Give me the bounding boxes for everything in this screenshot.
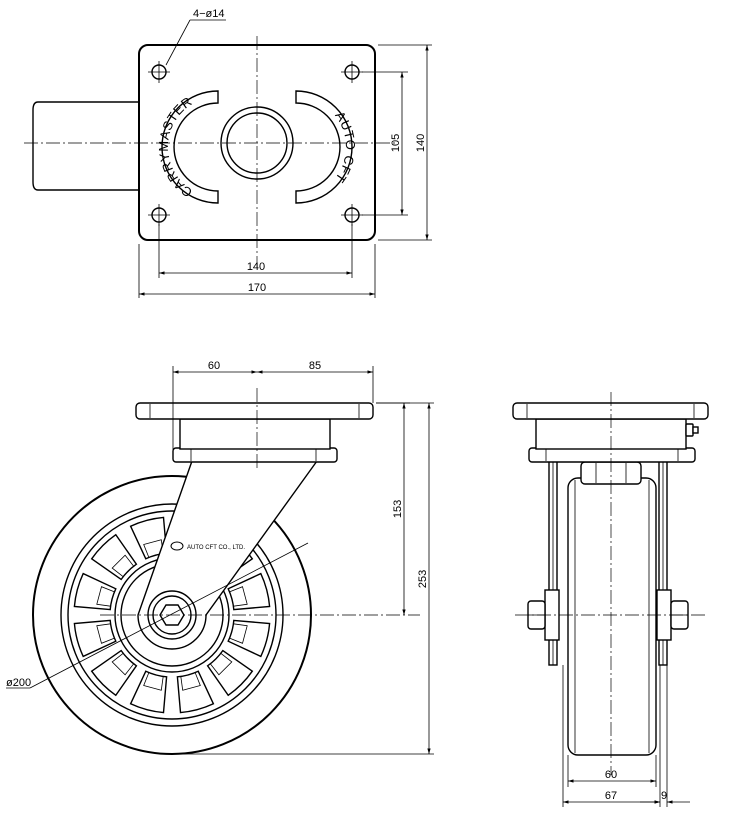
side-top-plate xyxy=(135,402,374,420)
dim-105: 105 xyxy=(390,134,402,152)
spoke-window xyxy=(129,670,168,714)
spoke-window xyxy=(73,619,117,658)
holes-label: 4−ø14 xyxy=(193,8,225,20)
spoke-window xyxy=(129,516,168,560)
spoke-notch xyxy=(143,672,164,691)
dim-wheel-diameter: ø200 xyxy=(6,677,31,689)
spoke-notch xyxy=(96,623,115,644)
company-logo xyxy=(170,541,184,551)
axle-nut xyxy=(159,604,185,626)
spoke-window xyxy=(227,572,271,611)
center-boss-outer xyxy=(220,106,294,180)
bolt-hole xyxy=(341,61,363,83)
spoke-window xyxy=(227,619,271,658)
side-view: AUTO CFT CO., LTD. 60 85 153 253 ø200 xyxy=(6,360,434,755)
center-boss-inner xyxy=(226,112,288,174)
spoke-window xyxy=(90,533,138,581)
company-logo-text: AUTO CFT CO., LTD. xyxy=(187,545,245,551)
top-view: CARRYMASTER AUTO CFT 4−ø14 140 170 105 1… xyxy=(24,8,432,298)
bolt-hole xyxy=(148,204,170,226)
spoke-notch xyxy=(111,554,135,578)
dim-170: 170 xyxy=(248,282,266,294)
dim-140-height: 140 xyxy=(415,134,427,152)
front-view: 60 67 9 xyxy=(512,392,709,807)
emboss-band-right xyxy=(295,90,353,204)
spoke-notch xyxy=(209,652,233,676)
swivel-body xyxy=(179,418,331,450)
grease-nipple xyxy=(685,423,694,437)
dim-67: 67 xyxy=(605,790,617,802)
spoke-window xyxy=(206,649,254,697)
spoke-window xyxy=(176,670,215,714)
spoke-notch xyxy=(111,652,135,676)
spoke-notch xyxy=(96,586,115,607)
spoke-window xyxy=(90,649,138,697)
dim-60-bottom: 60 xyxy=(605,769,617,781)
dim-140-width: 140 xyxy=(247,261,265,273)
front-wheel xyxy=(567,477,657,756)
dim-85: 85 xyxy=(309,360,321,372)
swivel-housing-stub xyxy=(32,101,140,191)
swivel-race xyxy=(172,447,338,463)
dim-153: 153 xyxy=(392,500,404,518)
wheel-spokes xyxy=(73,516,271,714)
front-top-plate xyxy=(512,402,709,420)
emboss-band-left xyxy=(161,90,219,204)
spoke-window xyxy=(73,572,117,611)
bolt-hole xyxy=(341,204,363,226)
spoke-notch xyxy=(229,586,248,607)
bolt-hole xyxy=(148,61,170,83)
dim-9: 9 xyxy=(661,790,667,802)
dim-253: 253 xyxy=(417,570,429,588)
spoke-notch xyxy=(229,623,248,644)
spoke-notch xyxy=(180,672,201,691)
plate-text-left: CARRYMASTER xyxy=(156,94,195,201)
dim-60-top: 60 xyxy=(208,360,220,372)
